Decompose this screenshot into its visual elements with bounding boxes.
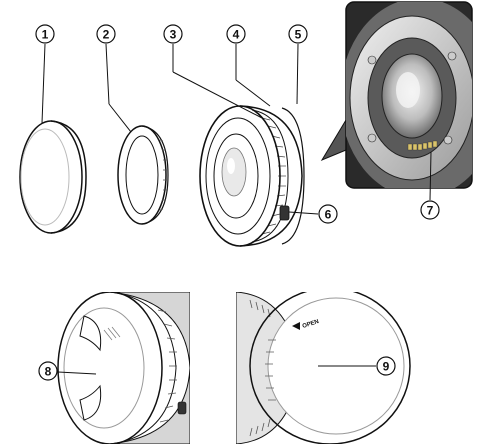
svg-text:2: 2 [103, 28, 110, 42]
callout-3: 3 [163, 24, 183, 44]
open-arrow-icon [292, 322, 300, 330]
callout-2: 2 [96, 24, 116, 44]
mount-inset [320, 1, 473, 189]
leader-lines [41, 43, 432, 375]
svg-text:5: 5 [295, 28, 302, 42]
callout-6: 6 [318, 204, 338, 224]
svg-text:9: 9 [383, 360, 390, 374]
svg-text:1: 1 [42, 28, 49, 42]
callout-4: 4 [226, 24, 246, 44]
svg-text:7: 7 [427, 204, 434, 218]
svg-text:3: 3 [170, 28, 177, 42]
callout-8: 8 [38, 361, 58, 381]
callout-1: 1 [35, 24, 55, 44]
adapter-ring-drawing [117, 125, 169, 225]
svg-text:4: 4 [233, 28, 240, 42]
lens-body-drawing [199, 105, 305, 247]
svg-text:8: 8 [45, 365, 52, 379]
callout-7: 7 [420, 200, 440, 220]
svg-text:6: 6 [325, 208, 332, 222]
rear-lens-cap-drawing [19, 120, 87, 234]
callout-5: 5 [288, 24, 308, 44]
open-marking: OPEN [302, 319, 320, 330]
callout-9: 9 [376, 356, 396, 376]
front-cap-drawing [40, 292, 190, 444]
